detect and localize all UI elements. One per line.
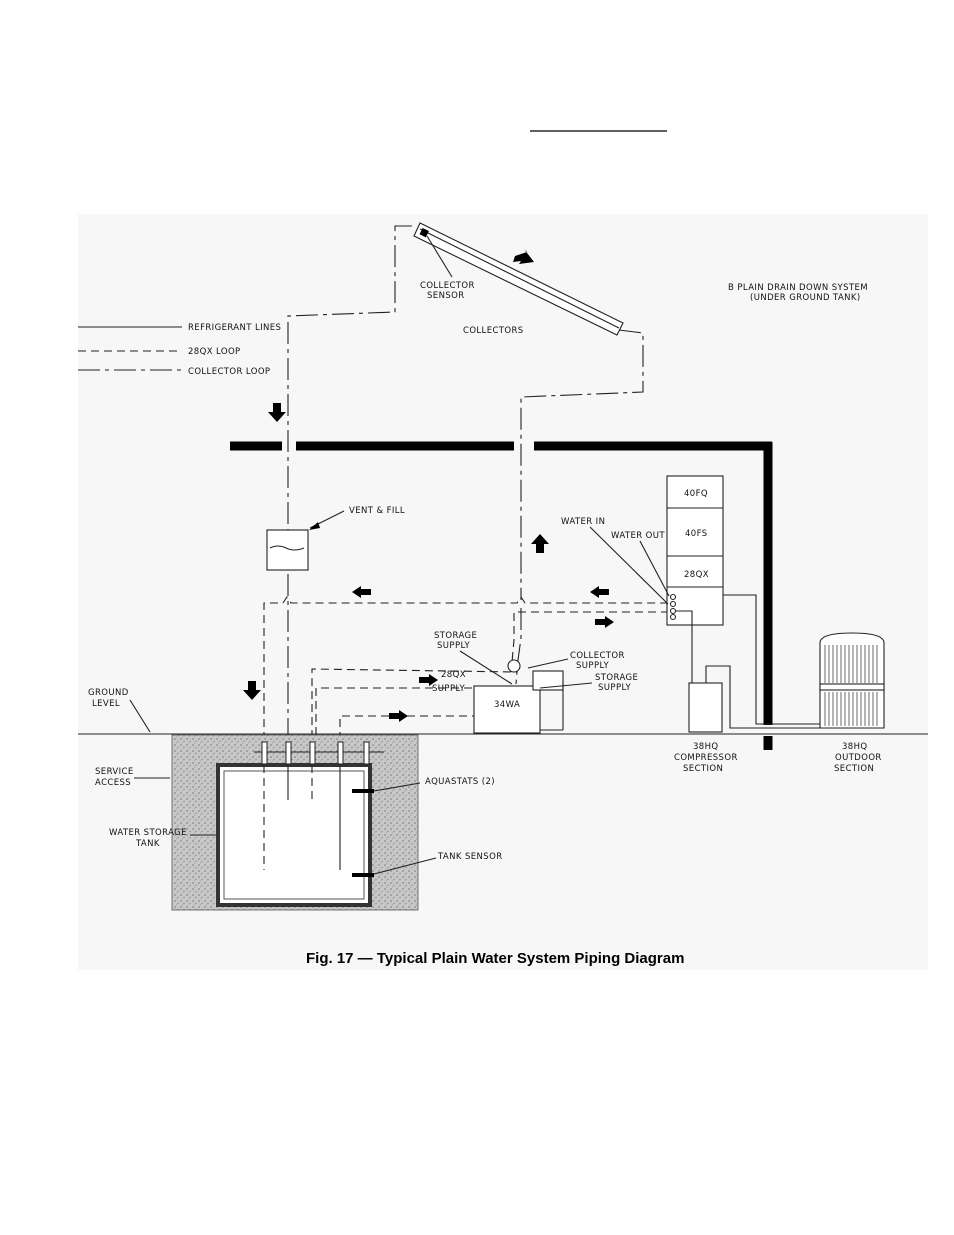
flow-arrow-right-1: [595, 616, 614, 628]
collector-sensor-label: COLLECTOR: [420, 281, 475, 291]
legend-label-28qx: 28QX LOOP: [188, 347, 241, 357]
indoor-unit-stack: [666, 475, 724, 626]
unit-40fs-label: 40FS: [685, 529, 708, 539]
water-in-label: WATER IN: [561, 517, 605, 527]
legend-label-refrigerant: REFRIGERANT LINES: [188, 323, 281, 333]
flow-arrow-down-2: [243, 681, 261, 700]
storage-supply-top-label-2: SUPPLY: [437, 641, 470, 651]
water-out-label: WATER OUT: [611, 531, 665, 541]
storage-supply-valve: [507, 659, 521, 673]
legend-label-collector: COLLECTOR LOOP: [188, 367, 270, 377]
water-in-leader: [589, 526, 669, 605]
storage-supply-right-leader: [539, 682, 593, 689]
qx-loop-return: [311, 611, 669, 740]
collector-panel: [413, 222, 624, 336]
aquastats-label: AQUASTATS (2): [425, 777, 495, 787]
service-access-label: SERVICE: [95, 767, 134, 777]
vent-fill-tank: [266, 529, 309, 571]
vent-fill-label: VENT & FILL: [349, 506, 405, 516]
refrigerant-port-2: [669, 613, 677, 621]
water-storage-tank-inner: [223, 770, 365, 900]
storage-supply-right-label-2: SUPPLY: [598, 683, 631, 693]
legend: REFRIGERANT LINES 28QX LOOP COLLECTOR LO…: [78, 323, 281, 377]
storage-supply-top-label: STORAGE: [434, 631, 477, 641]
flow-arrow-right-2: [419, 674, 438, 686]
compressor-label-3: SECTION: [683, 764, 723, 774]
unit-28qx-label: 28QX: [684, 570, 709, 580]
compressor-label-2: COMPRESSOR: [674, 753, 738, 763]
flow-arrow-right-3: [389, 710, 408, 722]
collector-loop-right-lower: [515, 608, 522, 685]
vent-fill-leader-tip: [309, 522, 320, 530]
figure-caption: Fig. 17 — Typical Plain Water System Pip…: [306, 950, 684, 967]
refrigerant-line-1: [676, 610, 693, 684]
water-out-leader: [639, 540, 670, 597]
aquastat-probe: [352, 789, 374, 793]
refrigerant-line-2: [723, 594, 820, 725]
outdoor-section-unit: [819, 632, 885, 729]
tank-sensor-label: TANK SENSOR: [437, 852, 503, 862]
refrigerant-port-1: [669, 607, 677, 615]
water-storage-label: WATER STORAGE: [109, 828, 187, 838]
flow-arrow-down-1: [268, 403, 286, 422]
flow-arrow-left-2: [590, 586, 609, 598]
refrigerant-line-3: [705, 665, 820, 729]
service-access-label-2: ACCESS: [95, 778, 131, 788]
ground-level-label-2: LEVEL: [92, 699, 120, 709]
compressor-label-1: 38HQ: [693, 742, 719, 752]
collector-supply-label: COLLECTOR: [570, 651, 625, 661]
tank-34wa-label: 34WA: [494, 700, 520, 710]
collector-loop-left: [287, 225, 416, 740]
collector-sensor-label-2: SENSOR: [427, 291, 465, 301]
tank-sensor-probe: [352, 873, 374, 877]
storage-supply-right-label: STORAGE: [595, 673, 638, 683]
flow-arrow-up: [531, 534, 549, 553]
collector-loop-right: [520, 329, 644, 600]
system-subtitle: (UNDER GROUND TANK): [750, 293, 861, 303]
collector-sensor-leader: [426, 235, 453, 278]
ground-level-label: GROUND: [88, 688, 129, 698]
aquastats-leader: [373, 782, 421, 792]
compressor-section-unit: [688, 682, 723, 733]
qx-supply-label: 28QX: [441, 670, 466, 680]
tank-sensor-leader: [373, 857, 437, 875]
qx-supply-label-2: SUPPLY: [432, 684, 465, 694]
tank-34wa: [473, 685, 541, 734]
collector-supply-leader: [527, 658, 569, 669]
qx-loop-top: [263, 596, 669, 740]
water-in-port: [669, 593, 677, 601]
unit-40fq-label: 40FQ: [684, 489, 708, 499]
system-title: B PLAIN DRAIN DOWN SYSTEM: [728, 283, 868, 293]
outdoor-label-2: OUTDOOR: [835, 753, 882, 763]
outdoor-label-1: 38HQ: [842, 742, 868, 752]
water-storage-label-2: TANK: [135, 839, 160, 849]
tank-penetrations: [254, 741, 384, 765]
ground-level-leader: [129, 699, 151, 733]
water-out-port: [669, 600, 677, 608]
collector-supply-label-2: SUPPLY: [576, 661, 609, 671]
qx-supply-to-tank: [339, 715, 475, 740]
collectors-label: COLLECTORS: [463, 326, 524, 336]
flow-arrow-left-1: [352, 586, 371, 598]
storage-supply-top-leader: [459, 650, 513, 685]
vent-fill-water: [269, 545, 305, 551]
flow-arrow-collector: [513, 249, 534, 264]
outdoor-label-3: SECTION: [834, 764, 874, 774]
